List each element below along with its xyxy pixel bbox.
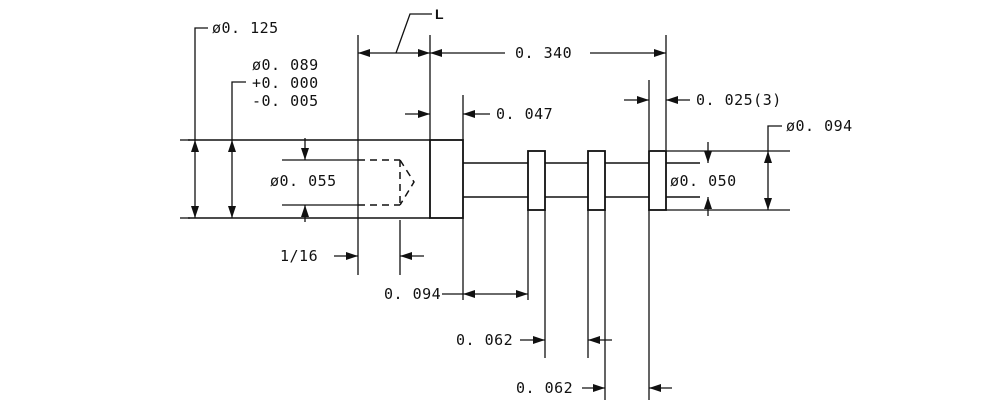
dim-collar-pitch-1 <box>520 336 612 344</box>
dim-tol-plus: +0. 000 <box>252 74 319 92</box>
dim-drill-depth-label: 1/16 <box>280 247 318 265</box>
dim-dia-collar <box>764 125 782 210</box>
collar-1 <box>527 150 546 211</box>
hidden-bore <box>358 159 415 206</box>
extension-lines <box>180 35 790 400</box>
dim-collar-width <box>624 96 690 104</box>
dim-drill-depth <box>334 252 424 260</box>
collar-2 <box>587 150 606 211</box>
part-outline <box>188 139 700 219</box>
dim-length-L <box>358 13 432 57</box>
dim-collar-width-label: 0. 025(3) <box>696 91 782 109</box>
dim-dia-inner <box>282 138 358 222</box>
collar-3 <box>648 150 667 211</box>
dim-dia-collar-label: ø0. 094 <box>786 117 853 135</box>
dim-dia-bore-label: ø0. 089 <box>252 56 319 74</box>
dim-dia-shaft-label: ø0. 050 <box>670 172 737 190</box>
dim-overall-length <box>430 49 666 57</box>
dim-collar-pitch-2 <box>582 384 672 392</box>
dim-dia-head-label: ø0. 125 <box>212 19 279 37</box>
dim-overall-length-label: 0. 340 <box>515 44 572 62</box>
dim-to-first-collar <box>442 290 528 298</box>
dim-collar-pitch-2-label: 0. 062 <box>516 379 573 397</box>
dim-head-width <box>405 110 490 118</box>
dim-dia-head <box>191 27 208 218</box>
dim-head-width-label: 0. 047 <box>496 105 553 123</box>
dim-dia-bore <box>228 81 246 218</box>
head-flange <box>429 139 464 219</box>
dim-tol-minus: -0. 005 <box>252 92 319 110</box>
dim-dia-shaft <box>704 142 712 216</box>
length-callout-label: L <box>435 6 444 22</box>
dim-to-first-collar-label: 0. 094 <box>384 285 441 303</box>
dim-dia-inner-label: ø0. 055 <box>270 172 337 190</box>
dim-collar-pitch-1-label: 0. 062 <box>456 331 513 349</box>
